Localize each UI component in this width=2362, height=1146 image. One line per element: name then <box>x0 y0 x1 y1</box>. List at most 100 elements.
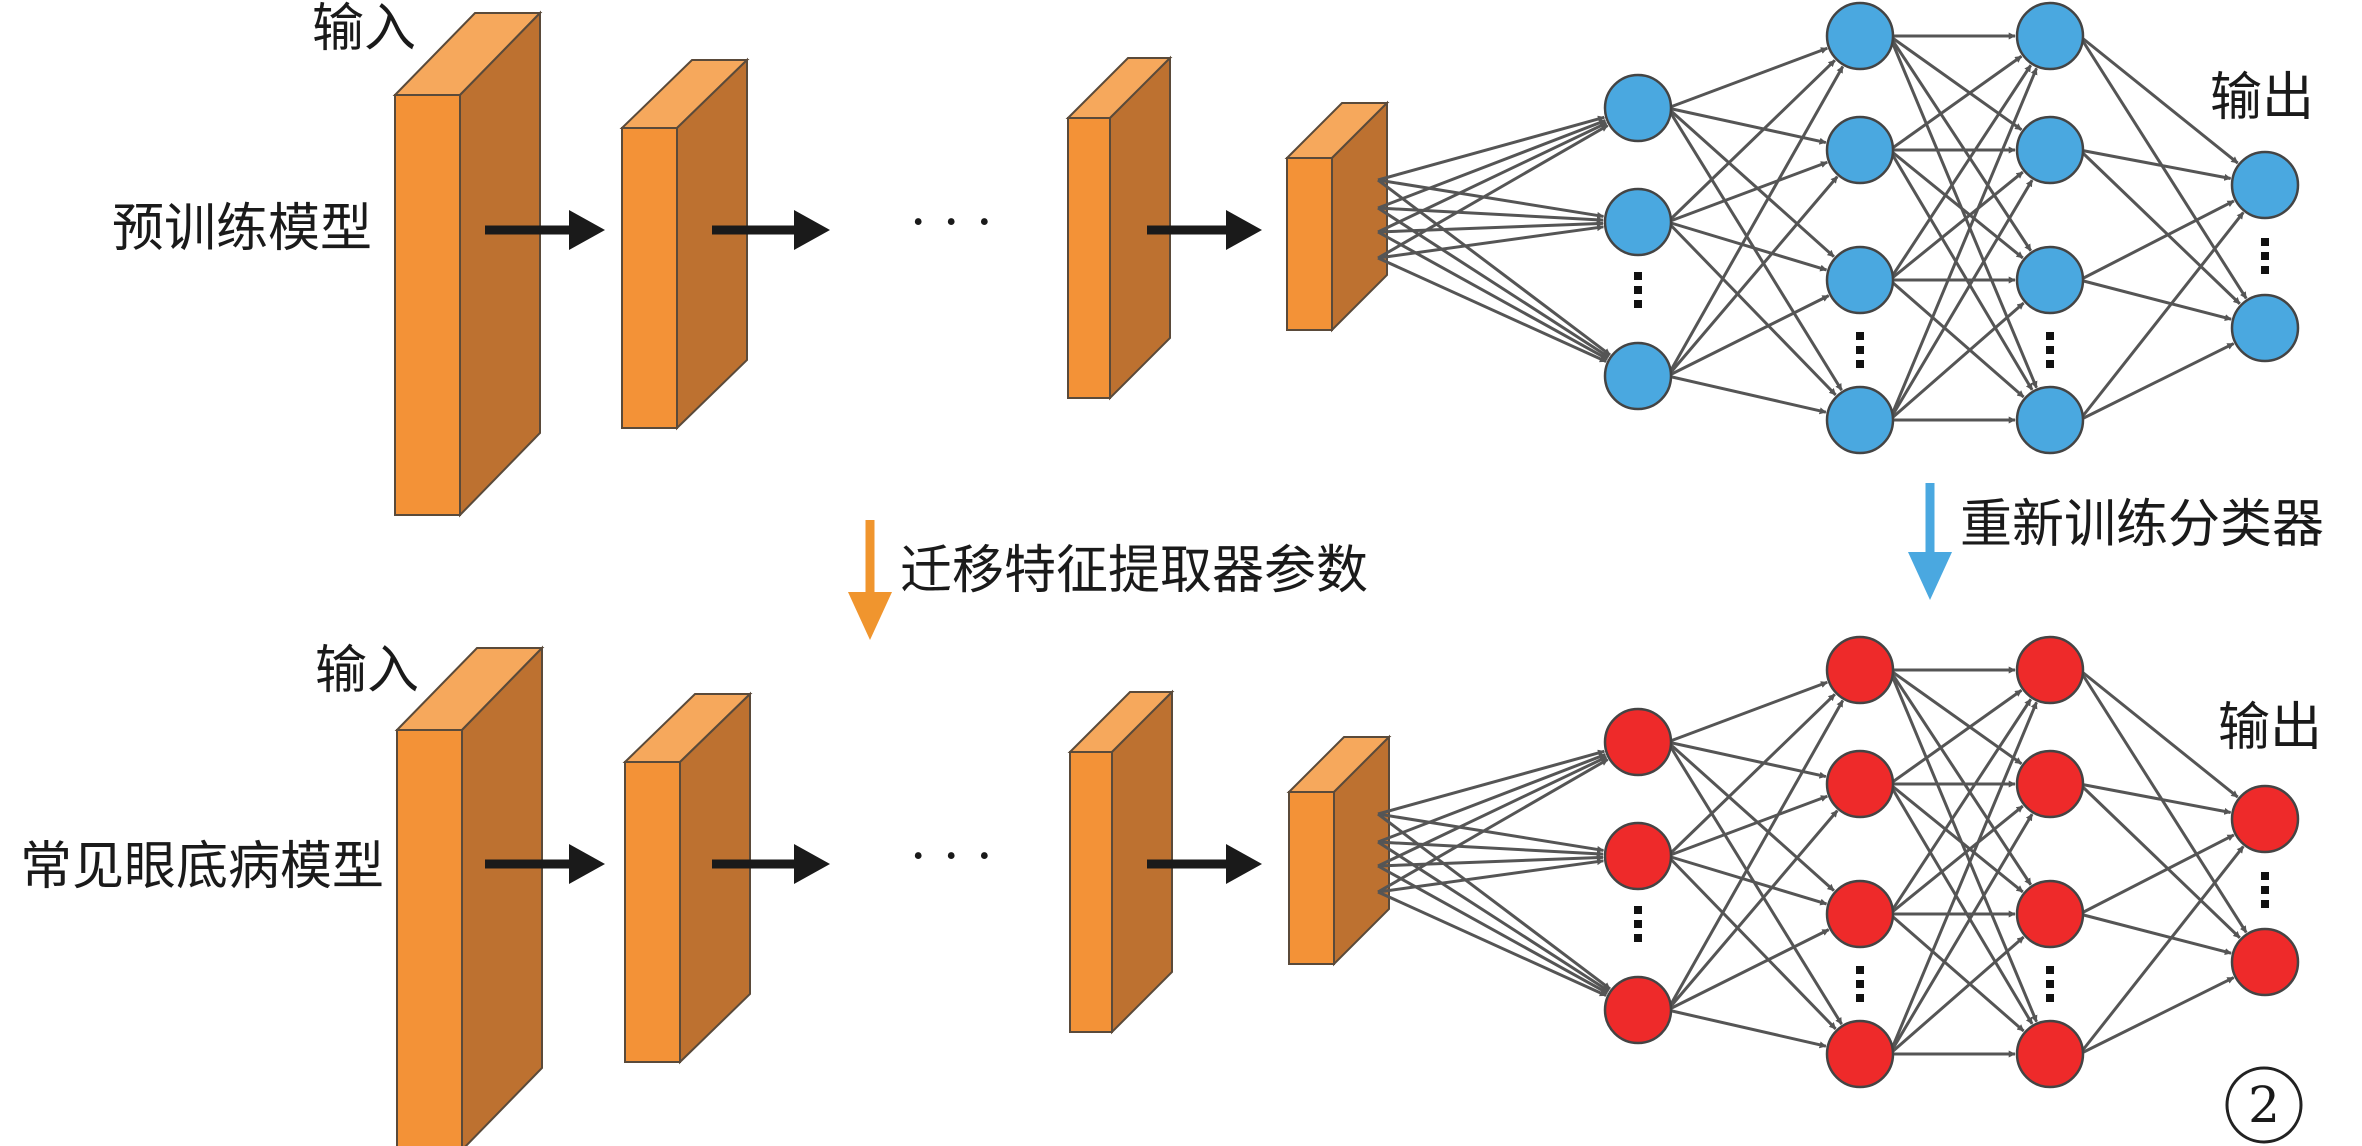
bottom-input-label: 输入 <box>315 641 419 701</box>
ellipsis-dot <box>1634 272 1642 280</box>
badge-number: 2 <box>2248 1076 2280 1134</box>
ellipsis-dot <box>1856 980 1864 988</box>
ellipsis-dot <box>1856 994 1864 1002</box>
network-node <box>2015 385 2085 455</box>
network-edge <box>1888 179 2034 421</box>
network-edge <box>2078 34 2239 165</box>
network-edge <box>1667 740 1827 779</box>
ellipsis-dot <box>1856 360 1864 368</box>
network-edge <box>1666 854 1837 1030</box>
network-edge <box>1377 858 1605 894</box>
cnn-block <box>1286 734 1392 967</box>
network-edge <box>1888 689 2023 786</box>
network-edge <box>1888 669 2033 886</box>
network-edge <box>1377 206 1610 359</box>
network-edge <box>2078 668 2239 799</box>
network-edge <box>1888 67 2038 421</box>
ellipsis-dot <box>1856 966 1864 974</box>
network-node <box>1825 1019 1895 1089</box>
network-edge <box>1377 178 1611 357</box>
network-edge <box>2078 845 2245 1055</box>
block-front-face <box>1288 791 1335 965</box>
network-edge <box>1377 840 1610 993</box>
feature-transfer-arrow-head <box>848 592 892 640</box>
feature-transfer-indicator: 迁移特征提取器参数 <box>848 520 1368 640</box>
cnn-block <box>619 57 750 431</box>
ellipsis-dot <box>2261 886 2269 894</box>
network-node <box>1603 821 1673 891</box>
flow-arrow-head <box>794 844 830 884</box>
network-edge <box>1377 854 1604 868</box>
block-side-face <box>459 10 541 518</box>
network-edge <box>1377 115 1605 182</box>
network-edge <box>1667 794 1828 858</box>
network-edge <box>1666 809 1839 1011</box>
bottom-model-label: 常见眼底病模型 <box>20 837 384 897</box>
network-edge <box>1377 206 1604 224</box>
retrain-indicator: 重新训练分类器 <box>1908 483 2324 600</box>
network-edge <box>1888 698 2033 915</box>
network-edge <box>1888 783 2034 1025</box>
network-edge <box>1666 175 1839 377</box>
network-edge <box>1667 160 1828 224</box>
network-edge <box>2079 278 2232 322</box>
block-front-face <box>1069 751 1113 1033</box>
bottom-ellipsis: · · · <box>910 827 993 887</box>
ellipsis-dot <box>1634 920 1642 928</box>
ellipsis-dot <box>1634 934 1642 942</box>
top-input-label: 输入 <box>312 0 416 59</box>
network-edge <box>1667 928 1830 1012</box>
top-model-label: 预训练模型 <box>112 199 372 259</box>
network-edge <box>1666 740 1835 892</box>
network-edges <box>1377 666 2248 1058</box>
network-edge <box>1377 755 1608 868</box>
network-edge <box>1666 220 1837 396</box>
network-edge <box>1666 65 1845 377</box>
top-flow-arrows <box>485 210 1262 250</box>
figure-number-badge: 2 <box>2225 1066 2303 1144</box>
network-node <box>2015 879 2085 949</box>
network-edge <box>1667 294 1830 378</box>
network-edge <box>1888 669 2038 1023</box>
network-node <box>1603 187 1673 257</box>
ellipsis-dot <box>1634 300 1642 308</box>
cnn-block <box>1065 55 1173 401</box>
network-node <box>1825 115 1895 185</box>
network-edge <box>1667 106 1827 145</box>
network-edge <box>2079 148 2232 181</box>
ellipsis-dot <box>1856 332 1864 340</box>
cnn-block <box>394 645 545 1146</box>
network-node <box>1603 975 1673 1045</box>
block-front-face <box>624 761 681 1063</box>
network-edge <box>2079 976 2235 1056</box>
top-classifier-network <box>1377 1 2300 455</box>
network-edge <box>1666 106 1835 258</box>
network-edge <box>1377 256 1607 363</box>
flow-arrow-head <box>1226 210 1262 250</box>
network-edge <box>1377 220 1604 234</box>
network-edge <box>2079 342 2235 422</box>
ellipsis-dot <box>2046 332 2054 340</box>
network-edge <box>2079 782 2232 815</box>
block-front-face <box>1067 117 1111 399</box>
block-front-face <box>1286 157 1333 331</box>
network-edge <box>2078 148 2241 305</box>
network-node <box>2015 1 2085 71</box>
network-node <box>2015 115 2085 185</box>
network-edge <box>1666 59 1836 224</box>
ellipsis-dot <box>2261 238 2269 246</box>
cnn-block <box>1067 689 1175 1035</box>
network-edge <box>1377 890 1607 997</box>
network-edge <box>2079 912 2232 956</box>
network-edge <box>1888 301 2025 422</box>
block-front-face <box>396 729 463 1146</box>
cnn-block <box>1284 100 1390 333</box>
flow-arrow-head <box>794 210 830 250</box>
network-edge <box>1377 178 1605 219</box>
network-edge <box>1667 220 1828 272</box>
block-front-face <box>394 94 461 516</box>
network-edge <box>1888 35 2033 252</box>
top-cnn-blocks <box>392 10 1390 518</box>
network-edge <box>1667 680 1828 744</box>
block-side-face <box>461 645 543 1146</box>
